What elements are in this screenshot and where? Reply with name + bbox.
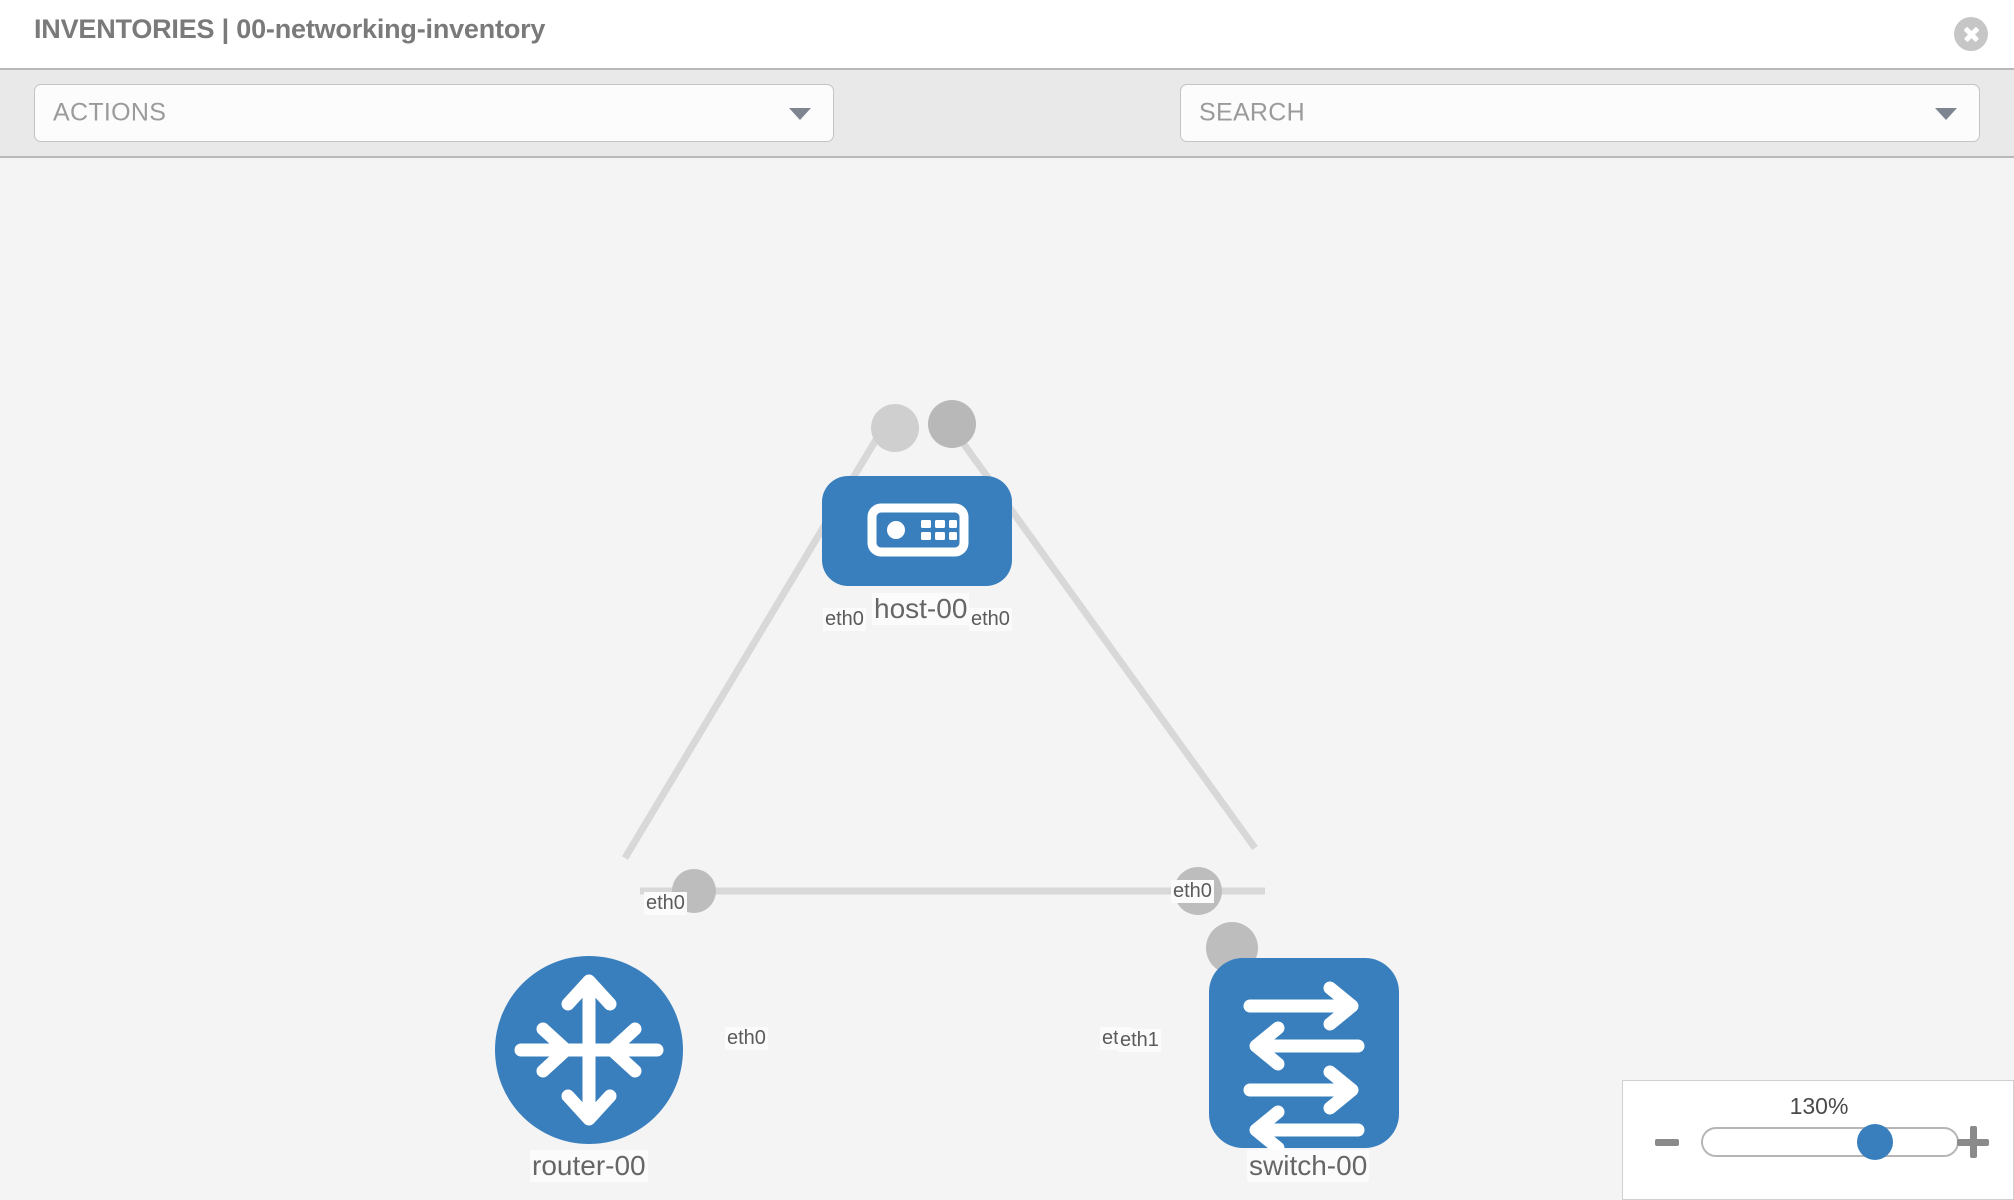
zoom-control: 130% — [1622, 1080, 2014, 1200]
page-header: INVENTORIES | 00-networking-inventory — [0, 0, 2014, 68]
connector-host-left — [871, 404, 919, 452]
edge-label-host-eth0-right: eth0 — [969, 608, 1012, 631]
topology-graph — [495, 400, 1399, 1155]
actions-dropdown-label: ACTIONS — [53, 98, 167, 127]
node-switch-00 — [1209, 958, 1399, 1155]
edge-label-router-eth0-up: eth0 — [644, 892, 687, 915]
edge-label-switch-eth0-up: eth0 — [1171, 880, 1214, 903]
chevron-down-icon — [1935, 108, 1957, 120]
node-label-switch-00: switch-00 — [1247, 1150, 1370, 1182]
zoom-level-label: 130% — [1789, 1093, 1849, 1119]
actions-dropdown[interactable]: ACTIONS — [34, 84, 834, 142]
edge-label-switch-eth1: eth1 — [1118, 1029, 1161, 1052]
close-icon[interactable] — [1954, 17, 1988, 51]
toolbar: ACTIONS SEARCH — [0, 68, 2014, 198]
node-label-router-00: router-00 — [530, 1150, 648, 1182]
node-label-host-00: host-00 — [872, 593, 970, 625]
search-placeholder: SEARCH — [1199, 98, 1305, 127]
topology-canvas[interactable]: host-00 router-00 switch-00 eth0 eth0 et… — [0, 158, 2014, 1200]
search-input[interactable]: SEARCH — [1180, 84, 1980, 142]
node-router-00 — [495, 956, 683, 1144]
zoom-in-icon-vertical — [1969, 1126, 1977, 1158]
connector-host-right — [928, 400, 976, 448]
page-title: INVENTORIES | 00-networking-inventory — [34, 14, 546, 44]
zoom-in-button[interactable] — [1957, 1126, 1989, 1158]
edge-label-host-eth0-left: eth0 — [823, 608, 866, 631]
zoom-slider-track[interactable] — [1701, 1127, 1959, 1157]
zoom-slider-thumb[interactable] — [1857, 1124, 1893, 1160]
edge-label-router-eth0: eth0 — [725, 1027, 768, 1050]
chevron-down-icon — [789, 108, 811, 120]
zoom-out-button[interactable] — [1655, 1139, 1679, 1146]
node-host-00 — [822, 476, 1012, 586]
